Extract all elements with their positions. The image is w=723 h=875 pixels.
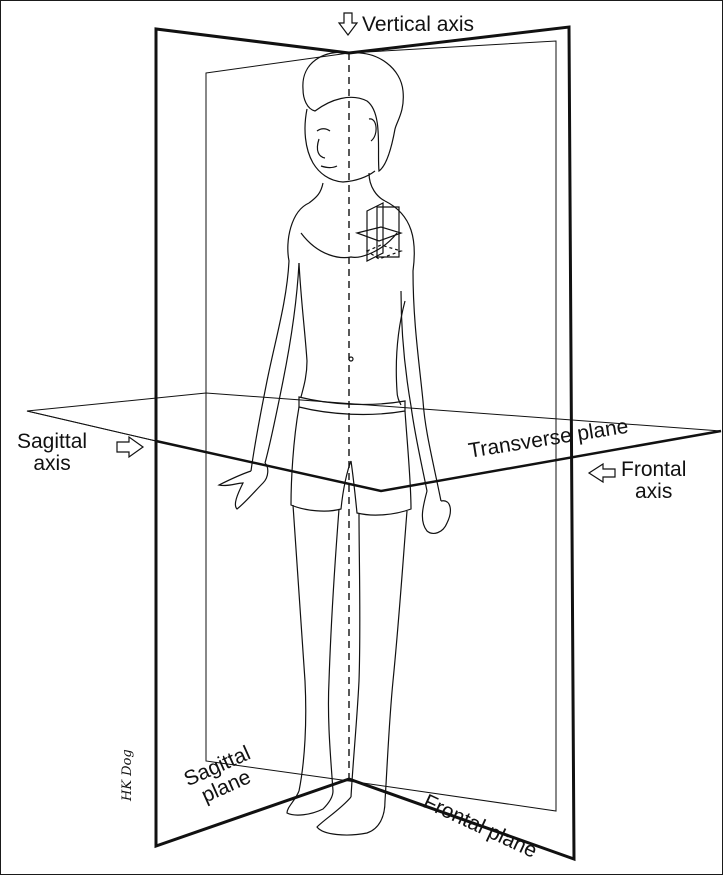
sagittal-plane-outline — [156, 29, 349, 846]
vertical-axis-label: Vertical axis — [362, 14, 474, 36]
figure-nose — [317, 139, 325, 158]
figure-left-arm-inner — [265, 263, 299, 463]
figure-left-leg-outer — [293, 505, 306, 791]
frontal-axis-label-line2: axis — [621, 481, 686, 503]
figure-right-leg-outer — [385, 511, 407, 801]
figure-right-foot — [317, 797, 385, 835]
figure-torso-left — [299, 263, 307, 397]
figure-neck-left — [309, 183, 323, 203]
figure-shorts-left — [291, 407, 351, 511]
figure-left-leg-inner — [328, 509, 339, 791]
figure-shorts-right — [351, 411, 411, 515]
frontal-axis-label: Frontal axis — [621, 459, 686, 503]
figure-face — [305, 109, 375, 182]
figure-right-leg-inner — [351, 513, 360, 797]
vertical-axis-arrow — [339, 13, 357, 35]
sagittal-axis-label-line1: Sagittal — [17, 431, 87, 453]
figure-eye — [317, 129, 330, 131]
shoulder-planes-inset — [357, 203, 401, 261]
sagittal-axis-label: Sagittal axis — [17, 431, 87, 475]
sagittal-axis-arrow — [117, 437, 143, 457]
figure-neck-right — [369, 173, 385, 201]
figure-right-arm-outer — [385, 201, 441, 501]
human-figure — [219, 52, 450, 835]
artist-signature: HK Dog — [121, 749, 135, 801]
sagittal-axis-label-line2: axis — [17, 453, 87, 475]
figure-left-hand — [219, 463, 268, 509]
figure-ear — [369, 119, 376, 141]
frontal-axis-arrow — [589, 464, 615, 482]
figure-left-foot — [287, 791, 333, 815]
figure-mouth — [321, 166, 337, 168]
figure-right-hand — [422, 491, 450, 533]
figure-left-arm-outer — [251, 203, 309, 471]
frontal-axis-label-line1: Frontal — [621, 459, 686, 481]
figure-right-arm-inner — [401, 291, 427, 491]
figure-shorts-waistband — [299, 397, 405, 414]
